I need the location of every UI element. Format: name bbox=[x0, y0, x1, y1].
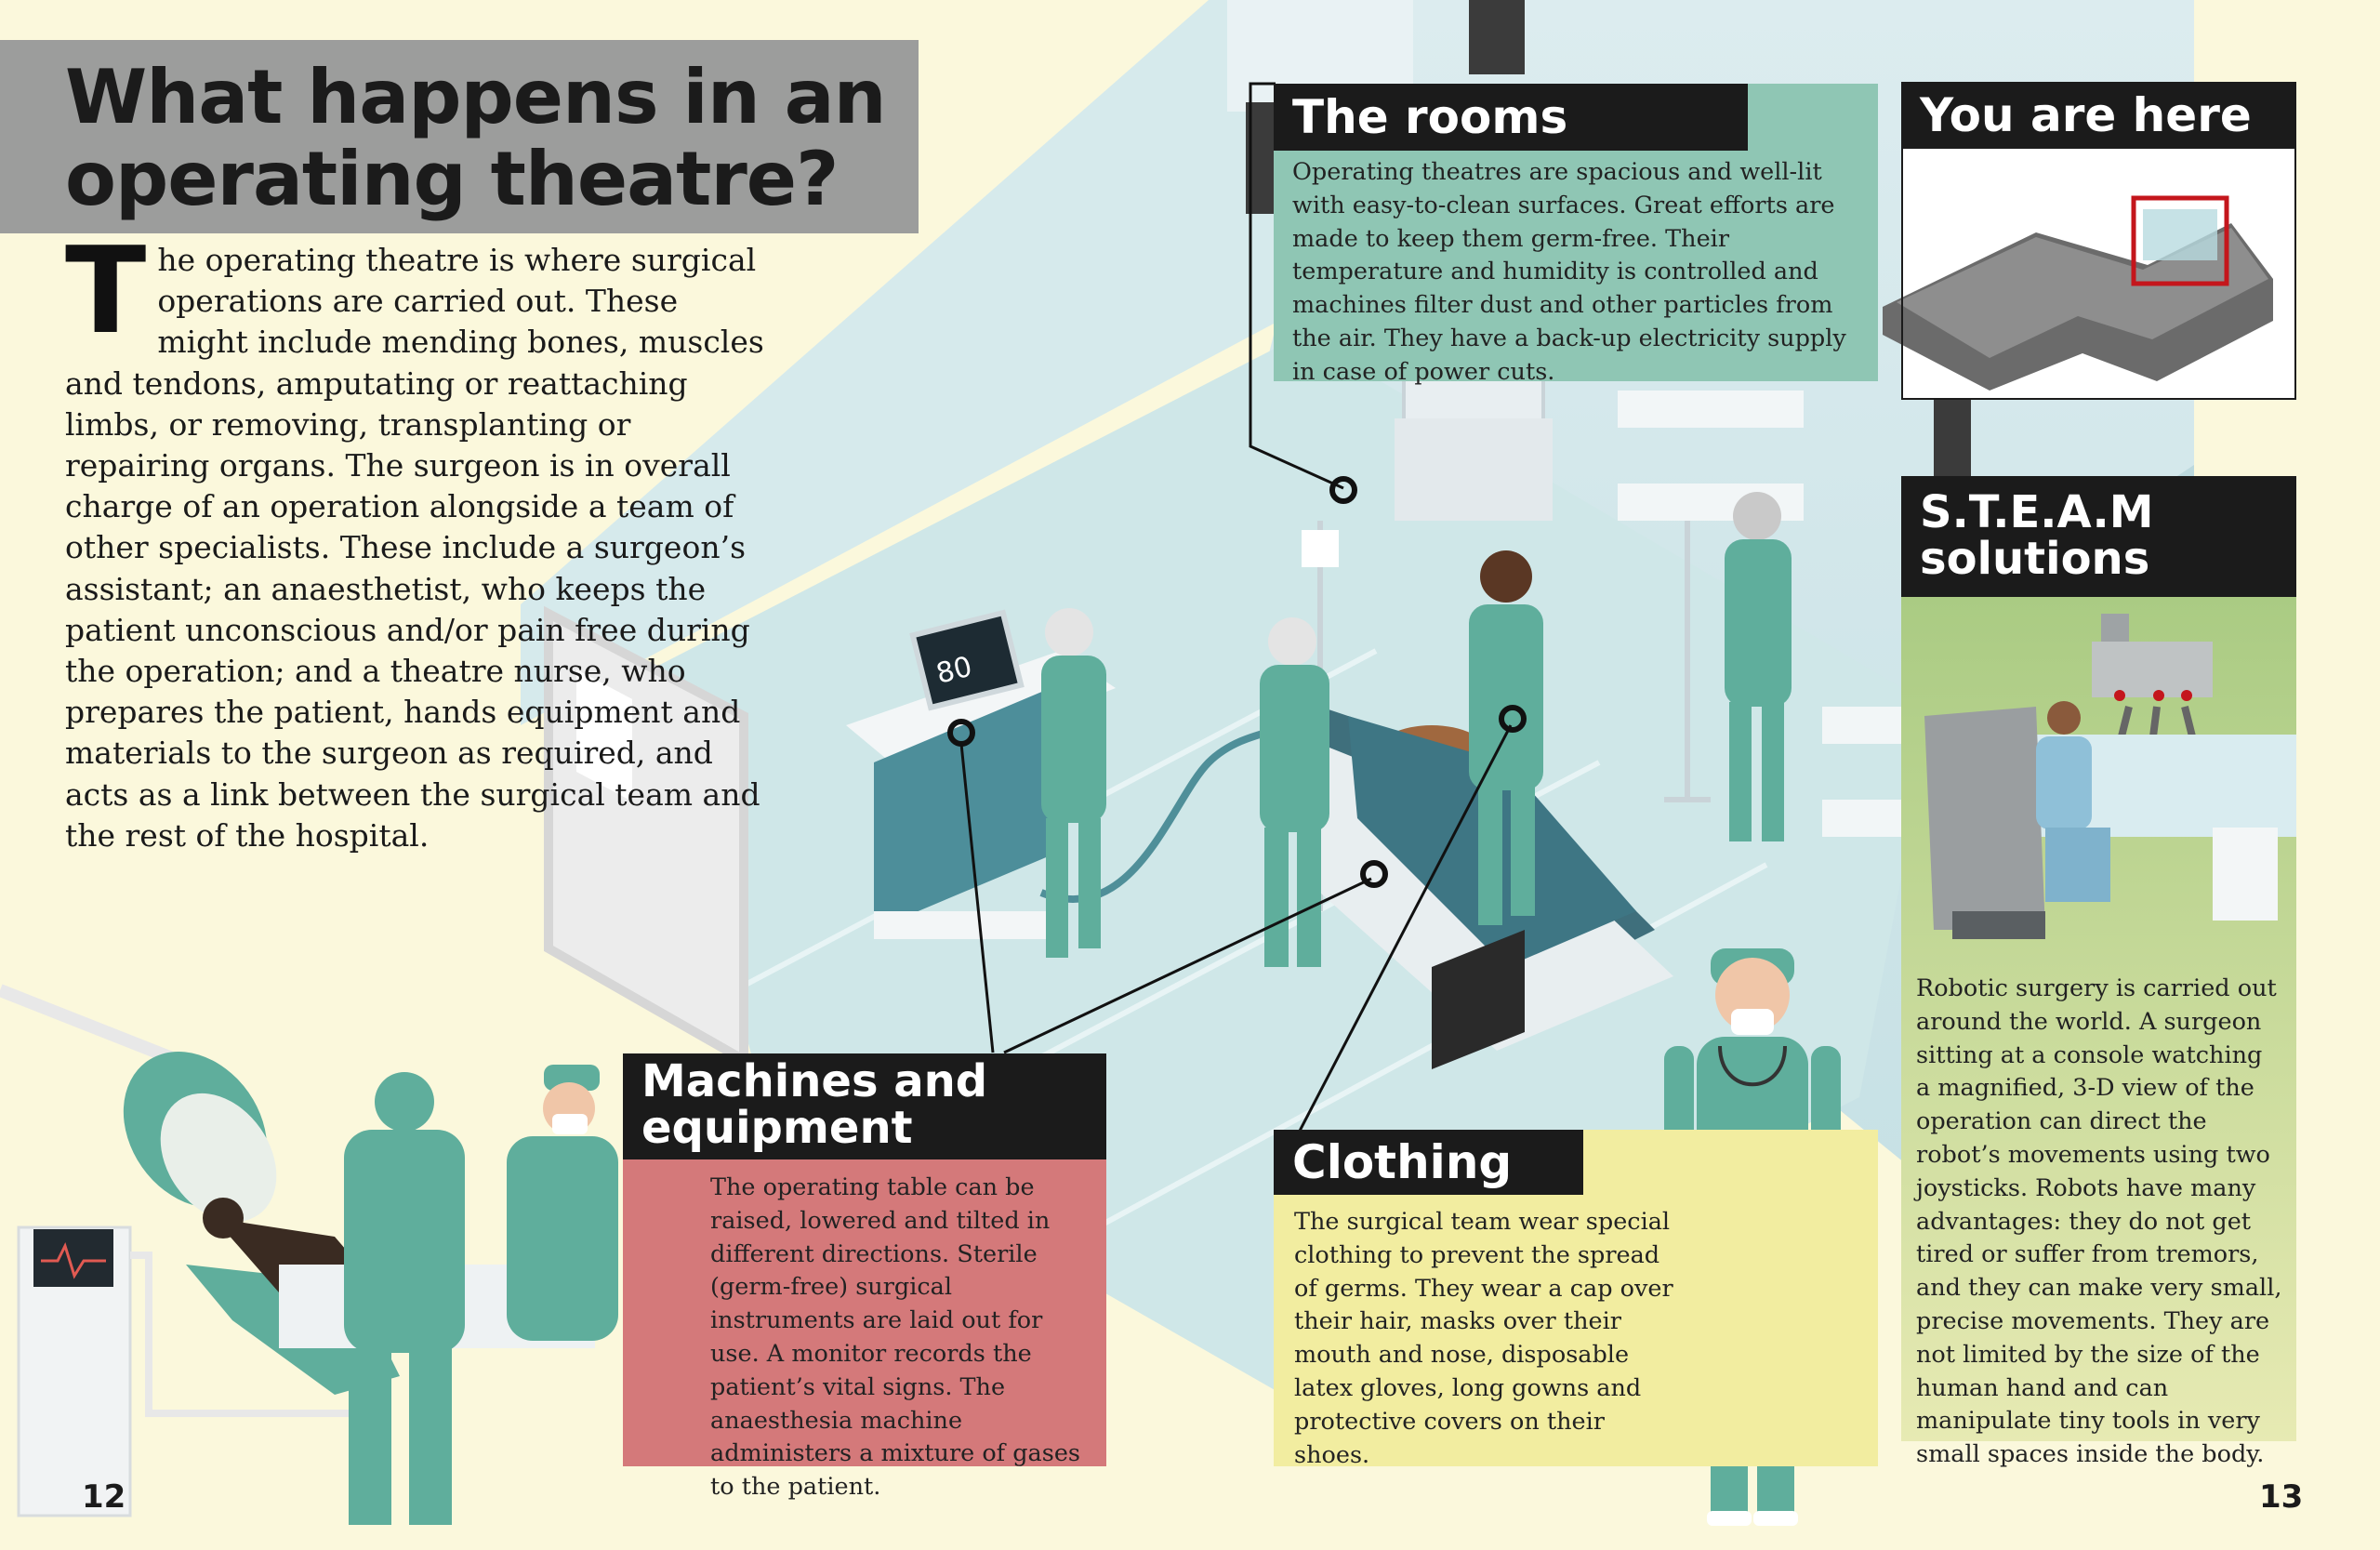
overhead-monitor bbox=[1432, 930, 1525, 1069]
nurse-right bbox=[1725, 492, 1792, 841]
surgeon-back-view bbox=[344, 1072, 465, 1525]
title-banner: What happens in an operating theatre? bbox=[0, 40, 919, 233]
rooms-text: Operating theatres are spacious and well… bbox=[1292, 158, 1846, 386]
surgeon-left bbox=[1260, 617, 1329, 967]
rooms-callout-line bbox=[1249, 82, 1344, 490]
table-callout-dot bbox=[1360, 860, 1388, 888]
rooms-callout-dot bbox=[1329, 476, 1357, 504]
drop-cap: T bbox=[65, 222, 147, 361]
assistant-surgeon bbox=[507, 1065, 618, 1341]
iv-bag bbox=[1302, 530, 1339, 567]
machines-panel: The operating table can be raised, lower… bbox=[623, 1158, 1106, 1501]
surgical-lamp-glass bbox=[160, 1093, 277, 1223]
you-are-here-heading: You are here bbox=[1901, 82, 2296, 149]
clothing-callout-dot bbox=[1499, 705, 1527, 733]
cart-wheel bbox=[874, 911, 1051, 939]
surgeon-centre bbox=[1469, 550, 1543, 925]
monitor-callout-dot bbox=[947, 719, 975, 747]
steam-heading: S.T.E.A.M solutions bbox=[1901, 476, 2296, 597]
steam-panel: Robotic surgery is carried out around th… bbox=[1901, 967, 2296, 1468]
monitor-cable bbox=[130, 1252, 390, 1417]
rooms-heading: The rooms bbox=[1274, 84, 1748, 151]
surgical-lamp-arm bbox=[0, 984, 179, 1066]
trolley bbox=[1618, 391, 1804, 428]
locator-highlight bbox=[2131, 195, 2229, 286]
wall-monitor bbox=[1469, 0, 1525, 74]
monitor-cart-body bbox=[874, 688, 1051, 930]
page-number-right: 13 bbox=[2259, 1478, 2304, 1516]
locator-border bbox=[1901, 147, 2296, 400]
steam-text: Robotic surgery is carried out around th… bbox=[1916, 974, 2282, 1469]
machines-text: The operating table can be raised, lower… bbox=[710, 1173, 1081, 1502]
nurse-at-monitor bbox=[1041, 608, 1106, 958]
robotic-surgery-illustration bbox=[1924, 614, 2296, 939]
page-title: What happens in an operating theatre? bbox=[65, 54, 887, 222]
clothing-callout-line bbox=[1295, 724, 1513, 1137]
vitals-monitor bbox=[33, 1229, 113, 1287]
machines-callout-line bbox=[959, 743, 995, 1053]
machine-base bbox=[1395, 418, 1553, 521]
clothing-text: The surgical team wear special clothing … bbox=[1294, 1208, 1673, 1469]
wall-monitor bbox=[1934, 391, 1971, 493]
locator-highlight-room bbox=[2143, 209, 2217, 260]
left-wall bbox=[521, 0, 1357, 725]
heartbeat-line bbox=[41, 1242, 106, 1279]
machines-callout-line bbox=[1003, 877, 1372, 1054]
patient-monitor bbox=[909, 609, 1025, 711]
machines-heading: Machines and equipment bbox=[623, 1053, 1106, 1159]
door-window bbox=[576, 669, 632, 801]
clothing-heading: Clothing bbox=[1274, 1130, 1583, 1195]
intro-text: he operating theatre is where surgical o… bbox=[65, 242, 764, 854]
page-number-left: 12 bbox=[82, 1478, 126, 1516]
patient-head bbox=[203, 1198, 244, 1239]
